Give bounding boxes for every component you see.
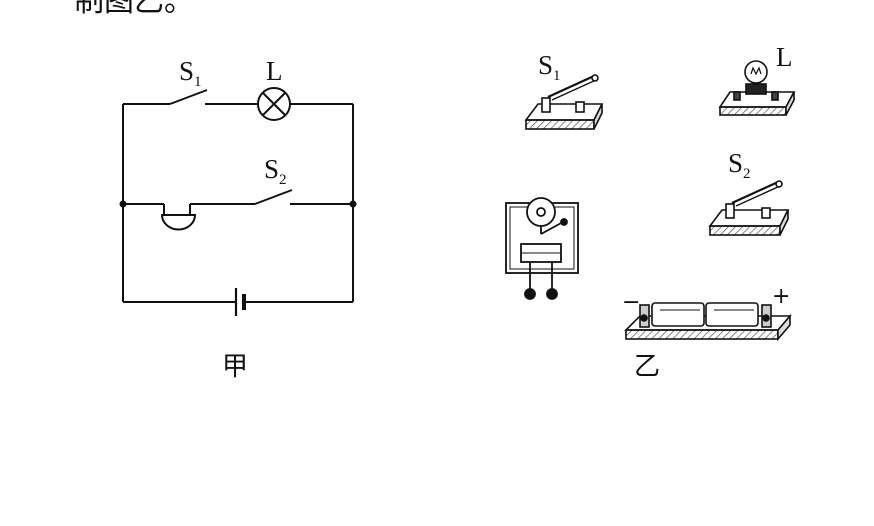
battery-plus-sign: + [772,284,791,309]
switch-s1-component [524,74,604,130]
lamp-l-component [718,60,796,116]
label-s2p-sub: 2 [743,166,751,182]
label-s1-schematic: S1 [179,58,202,90]
label-lamp-schematic: L [266,56,283,86]
label-s1-sub: 1 [194,74,202,90]
switch-s2-component [708,180,790,236]
label-s2-main: S [264,154,280,184]
junction-right [349,200,357,208]
lamp-cross-b [262,92,286,116]
label-s1p-main: S [538,50,554,80]
junction-left [119,200,127,208]
label-s2p-main: S [728,148,744,178]
switch-s2-blade [254,189,293,205]
bell-symbol [160,214,197,231]
label-s1p-sub: 1 [553,68,561,84]
caption-figure-a: 甲 [222,352,249,382]
top-text-fragment: 制图乙。 [74,0,194,19]
circuit-diagram [119,87,357,316]
label-lamp-physical: L [776,42,793,72]
switch-s1-blade [169,89,208,105]
label-s2-sub: 2 [279,172,287,188]
label-s1-physical: S1 [538,52,561,84]
label-s1-main: S [179,56,195,86]
electric-bell-component [505,197,579,300]
caption-figure-b: 乙 [634,352,661,382]
battery-minus-sign: − [622,290,641,315]
label-s2-schematic: S2 [264,156,287,188]
battery-pack-component [624,302,792,342]
label-s2-physical: S2 [728,150,751,182]
